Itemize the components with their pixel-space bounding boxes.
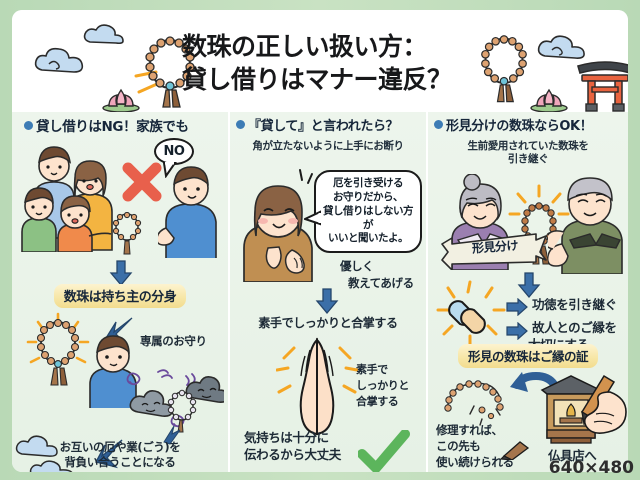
bullet-icon — [236, 120, 245, 129]
side-note-line-3: 合掌する — [356, 394, 399, 408]
gentle-line-2: 教えてあげる — [348, 275, 414, 290]
repair-line-2: この先も — [436, 439, 481, 454]
prayer-beads-icon — [145, 36, 195, 108]
man-illustration — [158, 166, 217, 258]
column-divider — [228, 112, 230, 472]
col2-side-note: 素手で しっかりと 合掌する — [356, 362, 409, 410]
prayer-beads-icon — [481, 35, 527, 103]
col3-heading: 形見分けの数珠ならOK！ — [434, 119, 593, 134]
col2-bottom-caption: 気持ちは十分に 伝わるから大丈夫 — [244, 430, 341, 464]
right-arrow-icon — [506, 298, 528, 316]
poster-title: 数珠の正しい扱い方： 貸し借りはマナー違反？ — [182, 30, 482, 97]
cloud-icon — [537, 35, 585, 59]
col3-subtitle-line1: 生前愛用されていた数珠を — [467, 140, 589, 152]
down-arrow-icon — [517, 272, 541, 298]
col1-heading: 貸し借りはNG！家族でも — [24, 120, 189, 135]
cloud-icon — [15, 435, 58, 457]
cloud-icon — [29, 460, 73, 472]
down-arrow-icon — [109, 260, 133, 286]
family-illustration — [21, 146, 113, 252]
repair-line-1: 修理すれば、 — [436, 423, 503, 437]
col1-bottom-line2: 背負い合うことになる — [64, 454, 176, 469]
col2-gentle-caption: 優しく 教えてあげる — [340, 258, 414, 291]
down-arrow-icon — [315, 288, 339, 314]
hand-writing-icon — [580, 374, 627, 434]
resolution-watermark: 640×480 — [548, 458, 634, 478]
repair-line-3: 使い続けられる — [436, 455, 514, 470]
col1-amulet-caption: 専属のお守り — [140, 334, 207, 348]
broken-beads-icon — [444, 380, 504, 426]
bubble-line-2: お守りだから、 — [333, 190, 404, 203]
side-note-line-2: しっかりと — [356, 378, 409, 392]
col1-band: 数珠は持ち主の分身 — [53, 284, 187, 308]
torii-gate-icon — [577, 61, 628, 112]
bullet-icon — [24, 121, 33, 130]
speech-bubble-tail-icon — [304, 210, 322, 226]
check-mark-icon — [358, 430, 410, 472]
title-line-2: 貸し借りはマナー違反？ — [182, 65, 452, 95]
chain-link-icon — [436, 280, 506, 348]
speech-bubble-tail-icon — [162, 162, 177, 178]
col3-repair-caption: 修理すれば、 この先も 使い続けられる — [436, 422, 514, 470]
title-line-1: 数珠の正しい扱い方： — [182, 32, 428, 61]
col2-bottom-line2: 伝わるから大丈夫 — [244, 446, 341, 462]
section-if-asked: 『貸して』と言われたら？ 角が立たないように上手にお断り 厄を引き受ける お守り… — [230, 112, 426, 472]
elderly-man-illustration — [548, 177, 623, 274]
poster-header: 数珠の正しい扱い方： 貸し借りはマナー違反？ — [12, 10, 628, 112]
brush-icon — [500, 441, 530, 460]
right-arrow-icon — [506, 322, 528, 340]
keepsake-ribbon-banner — [441, 233, 547, 270]
bubble-line-3: 貸し借りはしない方が — [323, 204, 414, 231]
col1-bottom-caption: お互いの厄や業(ごう)を 背負い合うことになる — [12, 440, 228, 470]
bullet-icon — [434, 120, 443, 129]
prayer-beads-icon — [112, 212, 142, 255]
lotus-icon — [102, 88, 140, 112]
column-divider — [426, 112, 428, 472]
col2-mid-caption: 素手でしっかりと合掌する — [258, 316, 398, 330]
col2-subtitle: 角が立たないように上手にお断り — [252, 140, 404, 152]
band-container: 形見の数珠はご縁の証 — [428, 344, 628, 368]
prayer-beads-icon — [26, 312, 90, 386]
bubble-line-1: 厄を引き受ける — [333, 177, 404, 189]
cloud-icon — [34, 47, 84, 73]
gentle-line-1: 優しく — [340, 259, 374, 273]
praying-hands-icon — [276, 337, 358, 436]
section-keepsake-ok: 形見分けの数珠ならOK！ 生前愛用されていた数珠を 引き継ぐ — [428, 112, 628, 472]
x-mark-icon — [122, 162, 162, 202]
bubble-line-4: いいと聞いたよ。 — [328, 232, 409, 245]
col3-subtitle: 生前愛用されていた数珠を 引き継ぐ — [428, 140, 628, 166]
col3-subtitle-line2: 引き継ぐ — [507, 153, 549, 166]
col3-band: 形見の数珠はご縁の証 — [457, 344, 598, 368]
col3-shop-caption: 仏具店へ — [548, 448, 597, 463]
advice-speech-bubble: 厄を引き受ける お守りだから、 貸し借りはしない方が いいと聞いたよ。 — [314, 170, 422, 254]
col2-bottom-line1: 気持ちは十分に — [244, 430, 329, 445]
col2-heading: 『貸して』と言われたら？ — [236, 119, 399, 134]
section-lending-ng: 貸し借りはNG！家族でも — [12, 112, 228, 472]
cloud-icon — [83, 24, 124, 45]
lotus-icon — [530, 88, 568, 112]
col3-point2-line1: 故人とのご縁を — [532, 320, 617, 335]
boy-illustration — [89, 335, 137, 408]
band-container: 数珠は持ち主の分身 — [12, 284, 228, 308]
storm-cloud-icon — [126, 369, 224, 445]
side-note-line-1: 素手で — [356, 363, 388, 376]
up-arrow-icon — [95, 439, 123, 469]
col1-bottom-line1: お互いの厄や業(ごう)を — [59, 440, 181, 454]
col3-point1: 功徳を引き継ぐ — [532, 297, 617, 312]
no-label: NO — [163, 144, 185, 159]
woman-illustration — [243, 169, 313, 282]
